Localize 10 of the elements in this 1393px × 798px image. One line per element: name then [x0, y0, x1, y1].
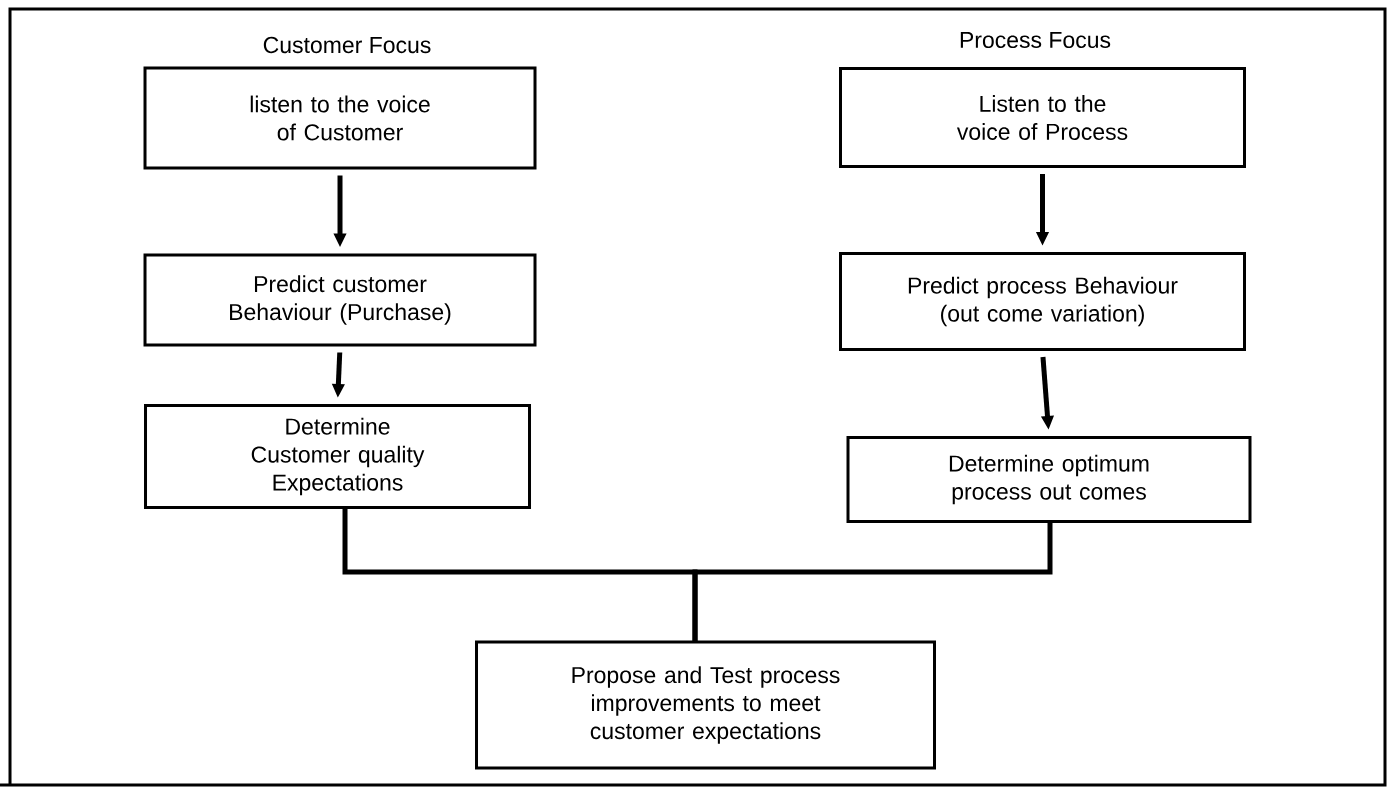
process-box: Propose and Test process improvements to meet customer expectations [475, 640, 936, 770]
heading: Process Focus [960, 32, 1111, 48]
process-box: Predict customer Behaviour (Purchase) [143, 253, 537, 347]
heading: Customer Focus [263, 36, 431, 54]
process-box: Determine optimum process out comes [846, 436, 1252, 523]
process-box: Listen to the voice of Process [839, 67, 1246, 168]
process-box: listen to the voice of Customer [143, 66, 537, 170]
connector-line [692, 522, 1053, 642]
process-box: Predict process Behaviour (out come variation) [839, 252, 1246, 351]
process-box: Determine Customer quality Expectations [144, 404, 531, 509]
